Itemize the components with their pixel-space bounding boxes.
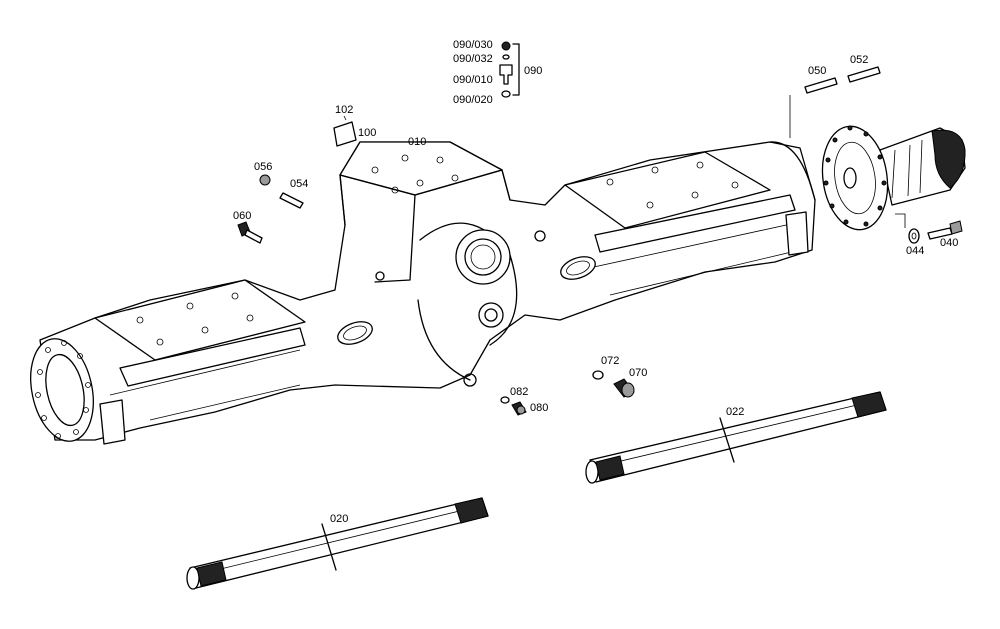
label-056: 056 [254, 161, 272, 173]
label-100: 100 [358, 127, 376, 139]
pin-050 [804, 77, 838, 94]
nut-056 [259, 174, 271, 186]
label-082: 082 [510, 386, 528, 398]
washer-044 [908, 228, 920, 244]
label-022: 022 [726, 406, 744, 418]
breather-group-090 [499, 41, 520, 98]
label-070: 070 [629, 367, 647, 379]
label-090-010: 090/010 [453, 74, 493, 86]
axle-shaft-020 [186, 497, 489, 590]
oring-072 [592, 370, 604, 380]
pin-052 [847, 66, 881, 83]
label-050: 050 [808, 65, 826, 77]
label-060: 060 [233, 210, 251, 222]
axle-housing [30, 141, 816, 445]
right-mounting-pad [564, 151, 771, 229]
label-010: 010 [408, 136, 426, 148]
axle-shaft-022 [585, 391, 887, 484]
label-052: 052 [850, 54, 868, 66]
bolt-060 [237, 221, 263, 244]
label-090-032: 090/032 [453, 53, 493, 65]
label-040: 040 [940, 237, 958, 249]
label-080: 080 [530, 402, 548, 414]
label-020: 020 [330, 513, 348, 525]
wheel-hub-flange [821, 125, 966, 231]
plug-070 [613, 378, 635, 398]
label-090-030: 090/030 [453, 39, 493, 51]
bolt-040 [927, 220, 963, 240]
cover-plate-100 [333, 121, 357, 147]
label-054: 054 [290, 178, 308, 190]
ring-082 [500, 396, 510, 404]
left-mounting-pad [94, 279, 306, 361]
label-090: 090 [524, 65, 542, 77]
input-bore [455, 229, 511, 285]
plug-080 [511, 401, 527, 416]
label-044: 044 [906, 245, 924, 257]
label-072: 072 [601, 355, 619, 367]
stud-054 [279, 192, 304, 209]
label-102: 102 [335, 104, 353, 116]
label-090-020: 090/020 [453, 94, 493, 106]
